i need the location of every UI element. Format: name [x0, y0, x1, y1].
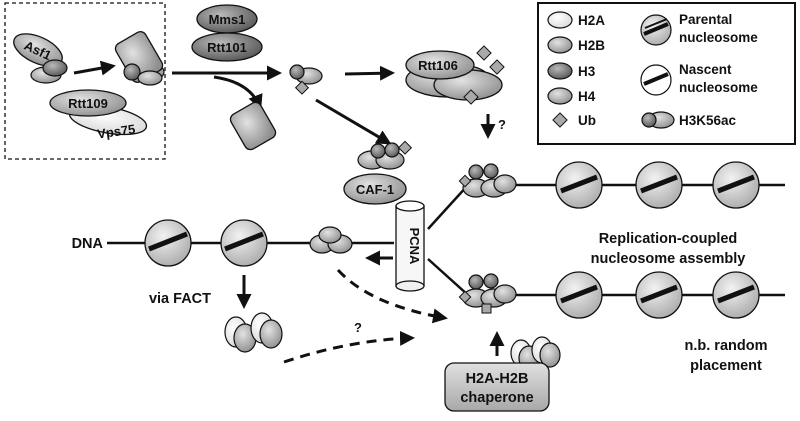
- h4-symbol: [547, 87, 573, 105]
- caf1-label: CAF-1: [356, 182, 394, 197]
- mms1-protein: Mms1: [196, 4, 258, 34]
- random-label-line1: n.b. random: [685, 338, 768, 354]
- rtt109-label: Rtt109: [68, 96, 108, 111]
- legend-h4: H4: [547, 87, 596, 105]
- legend-h3k56ac-label: H3K56ac: [679, 113, 737, 128]
- legend-parental-line2: nucleosome: [679, 30, 758, 45]
- legend-nascent: Nascent nucleosome: [640, 62, 758, 96]
- released-asf1: [229, 101, 277, 151]
- question-mark-upper: ?: [498, 117, 506, 132]
- legend-h3-label: H3: [578, 64, 596, 79]
- legend-ub: Ub: [552, 112, 596, 128]
- rtt101-protein: Rtt101: [191, 32, 263, 62]
- h2a-h2b-dimer-at-fork: [309, 226, 353, 254]
- legend-h3k56ac: H3K56ac: [641, 111, 737, 129]
- assembling-nucleosome-upper: [458, 163, 517, 198]
- legend-h3: H3: [547, 62, 596, 80]
- legend-h4-label: H4: [578, 89, 596, 104]
- nascent-nucleosome: [635, 161, 683, 209]
- released-h2a-h2b-dimers: [224, 312, 283, 353]
- h2b-symbol: [547, 36, 573, 54]
- rtt106-complex: Rtt106: [405, 45, 505, 105]
- vps75-protein: Vps75: [96, 121, 136, 141]
- h2a-h2b-chaperone: H2A-H2B chaperone: [444, 362, 550, 412]
- ub-symbol: [552, 112, 568, 128]
- random-label-line2: placement: [690, 358, 762, 374]
- legend-h2b-label: H2B: [578, 38, 605, 53]
- question-mark-lower: ?: [354, 320, 362, 335]
- pcna-label: PCNA: [407, 228, 422, 265]
- legend: H2A H2B H3 H4 Ub Parental nucleosome: [537, 2, 796, 145]
- nascent-nucleosome: [635, 271, 683, 319]
- asf1-protein: Asf1: [13, 33, 63, 67]
- parental-nucleosome: [144, 219, 192, 267]
- asf1-rtt109-panel: Asf1 Rtt109 Vps75: [4, 2, 166, 160]
- legend-nascent-line2: nucleosome: [679, 80, 758, 95]
- arrow-asf1-to-complex: [73, 60, 116, 76]
- h2a-symbol: [547, 11, 573, 29]
- nascent-nucleosome: [555, 271, 603, 319]
- vps75-label: Vps75: [96, 121, 136, 141]
- mms1-label: Mms1: [209, 12, 246, 27]
- dna-label: DNA: [72, 236, 104, 252]
- legend-h2b: H2B: [547, 36, 605, 54]
- legend-parental-line1: Parental: [679, 12, 732, 27]
- legend-ub-label: Ub: [578, 113, 596, 128]
- arrow-to-rtt106: [344, 65, 395, 81]
- asf1-h3-h4-complex: [114, 30, 165, 86]
- caf1-complex: CAF-1: [343, 140, 413, 205]
- nascent-nucleosome: [712, 161, 760, 209]
- dashed-arrow-upper: [336, 268, 448, 324]
- via-fact-label: via FACT: [149, 291, 211, 307]
- legend-h2a-label: H2A: [578, 13, 605, 28]
- chaperone-label-line1: H2A-H2B: [466, 371, 529, 387]
- assembling-nucleosome-lower: [458, 273, 517, 314]
- pcna-clamp: PCNA: [395, 200, 425, 292]
- replication-label-line2: nucleosome assembly: [591, 251, 746, 267]
- legend-nascent-line1: Nascent: [679, 62, 732, 77]
- dashed-arrow-lower: [283, 330, 415, 364]
- rtt109-protein: Rtt109: [49, 89, 148, 136]
- h3-symbol: [547, 62, 573, 80]
- arrow-to-caf1: [315, 98, 392, 145]
- legend-parental: Parental nucleosome: [640, 12, 758, 46]
- nascent-nucleosome: [712, 271, 760, 319]
- parental-nucleosome: [220, 219, 268, 267]
- rtt106-label: Rtt106: [418, 58, 458, 73]
- h3-histone: [42, 59, 68, 77]
- nascent-nucleosome: [555, 161, 603, 209]
- chaperone-label-line2: chaperone: [460, 390, 533, 406]
- h2a-h2b-dimer-on-chaperone: [510, 336, 561, 371]
- legend-h2a: H2A: [547, 11, 605, 29]
- replication-label-line1: Replication-coupled: [599, 231, 738, 247]
- rtt101-label: Rtt101: [207, 40, 247, 55]
- ubiquitylated-h3-h4: [289, 64, 323, 95]
